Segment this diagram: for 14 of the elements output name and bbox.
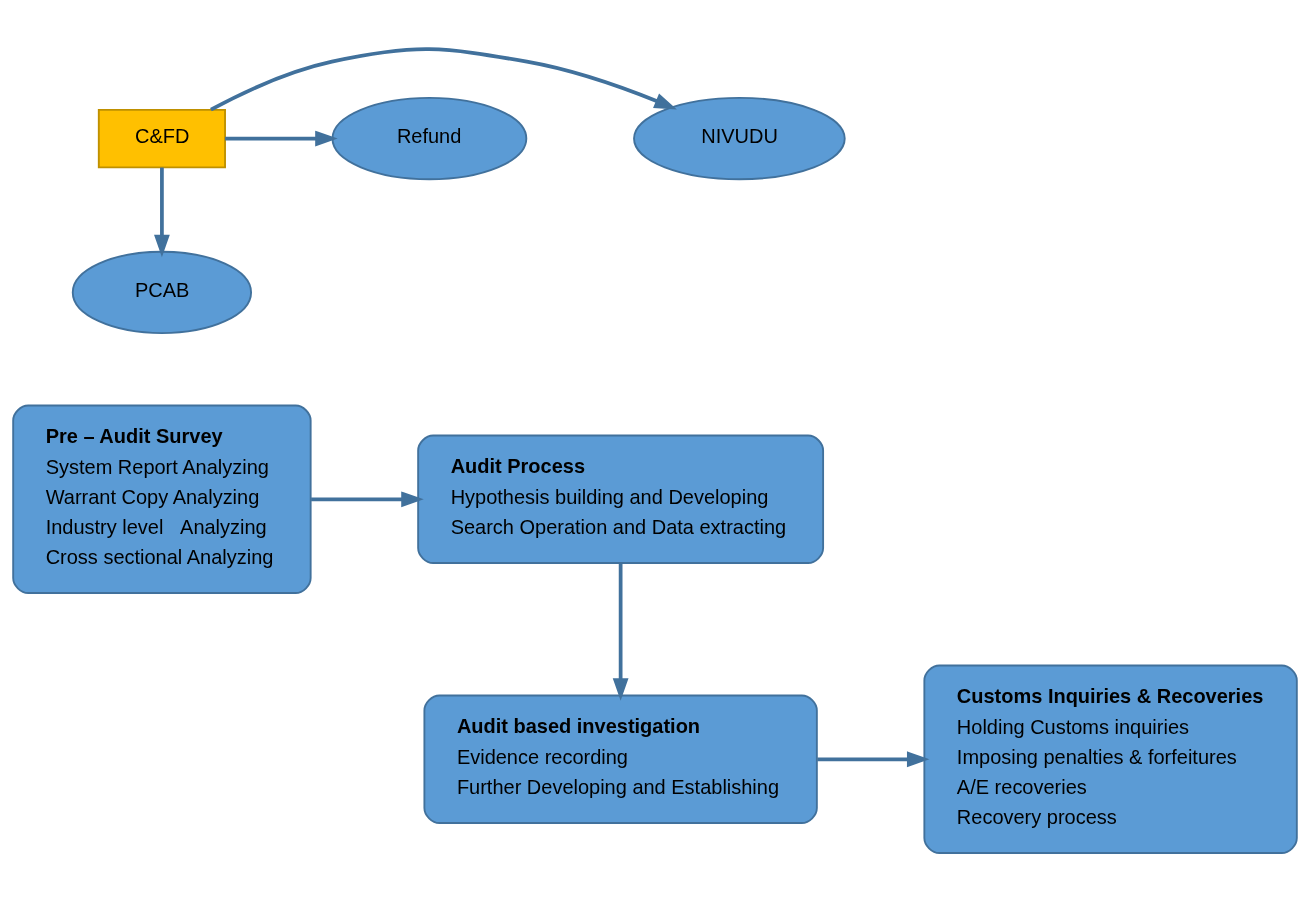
arrow [817, 751, 930, 768]
arrow [210, 47, 677, 112]
node-box: Audit based investigation Evidence recording Further Developing and Establishing [423, 694, 818, 824]
arrow [225, 130, 338, 147]
node-ellipse: NIVUDU [633, 96, 846, 181]
node-ellipse: PCAB [71, 250, 252, 334]
node-box: C&FD [97, 108, 226, 169]
node-box: Customs Inquiries & Recoveries Holding Customs inquiries Imposing penalties & forfeitures A/E recoveries Recovery process [923, 664, 1298, 854]
arrow [311, 491, 424, 508]
node-ellipse: Refund [331, 96, 528, 181]
arrow [154, 167, 170, 258]
node-box: Audit Process Hypothesis building and Developing Search Operation and Data extracting [417, 434, 825, 564]
arrow [612, 563, 629, 701]
node-box: Pre – Audit Survey System Report Analyzing Warrant Copy Analyzing Industry level Analyzing Cross sectional Analyzing [12, 404, 312, 594]
